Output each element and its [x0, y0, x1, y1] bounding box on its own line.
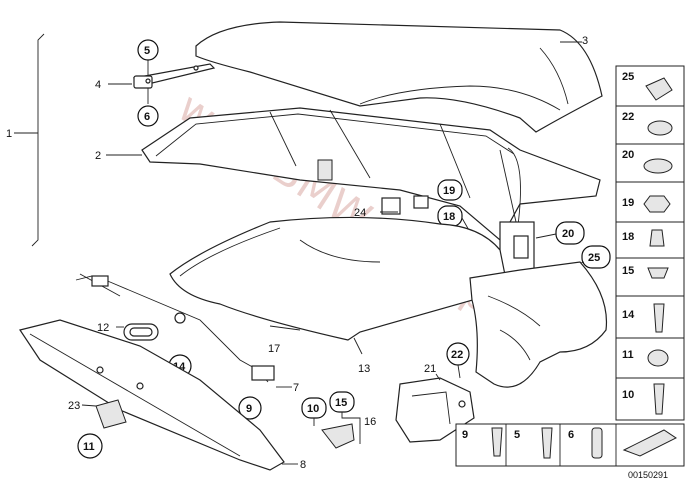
side-panel-19: 19 [622, 197, 634, 209]
callout-13: 13 [358, 363, 370, 375]
screw-10-icon [653, 383, 665, 415]
bracket-1 [14, 33, 45, 247]
pin-6-icon [591, 427, 603, 459]
bottom-panel-6: 6 [568, 429, 574, 441]
callout-8: 8 [300, 459, 306, 471]
side-panel-11: 11 [622, 349, 634, 361]
callout-24: 24 [354, 207, 366, 219]
pin-18-icon [649, 229, 665, 247]
callout-6: 6 [144, 111, 150, 123]
callout-15: 15 [335, 397, 347, 409]
callout-5: 5 [144, 45, 150, 57]
cable-assembly [75, 273, 275, 383]
callout-25: 25 [588, 252, 600, 264]
callout-12: 12 [97, 322, 109, 334]
side-panel-25: 25 [622, 71, 634, 83]
part-23 [95, 399, 127, 429]
callout-2: 2 [95, 150, 101, 162]
callout-21: 21 [424, 363, 436, 375]
callout-16: 16 [364, 416, 376, 428]
cap-22-icon [647, 120, 673, 136]
callout-9-circle [238, 396, 262, 420]
callout-6-circle [137, 105, 159, 127]
clip-15-icon [647, 267, 669, 279]
callout-11: 11 [83, 441, 95, 453]
diagram-id: 00150291 [628, 470, 668, 480]
rear-window [469, 261, 608, 388]
callout-7: 7 [293, 382, 299, 394]
callout-9: 9 [246, 403, 252, 415]
callout-3: 3 [582, 35, 588, 47]
bottom-panel-9: 9 [462, 429, 468, 441]
trim-strip [19, 319, 285, 471]
part-24b [413, 195, 429, 209]
callout-11-circle [77, 433, 103, 459]
nut-11-icon [647, 349, 669, 367]
part-24 [381, 197, 401, 215]
callout-25-box [581, 245, 611, 269]
side-panel-15: 15 [622, 265, 634, 277]
nut-19-icon [643, 195, 671, 213]
callout-20: 20 [562, 228, 574, 240]
rivet-5-icon [541, 427, 553, 459]
side-panel-14: 14 [622, 309, 635, 321]
callout-17: 17 [268, 343, 280, 355]
callout-4: 4 [95, 79, 101, 91]
latch-part [108, 60, 216, 104]
callout-1: 1 [6, 128, 12, 140]
callout-20-box [555, 221, 585, 245]
callout-5-circle [137, 39, 159, 61]
rivet-9-icon [491, 427, 503, 457]
callout-22: 22 [451, 349, 463, 361]
callout-23: 23 [68, 400, 80, 412]
headliner [169, 216, 509, 341]
side-panel-20: 20 [622, 149, 634, 161]
callout-19: 19 [443, 185, 455, 197]
roof-cover [195, 21, 603, 133]
side-panel-10: 10 [622, 389, 634, 401]
part-16 [321, 423, 355, 449]
bottom-panel-5: 5 [514, 429, 520, 441]
arrow-symbol-icon [622, 429, 677, 457]
callout-10: 10 [307, 403, 319, 415]
side-panel-22: 22 [622, 111, 634, 123]
screw-14-icon [653, 303, 665, 333]
grommet-20-icon [643, 158, 673, 174]
side-panel-18: 18 [622, 231, 634, 243]
callout-19-box [437, 179, 463, 201]
clip-25-icon [645, 77, 673, 101]
callout-18: 18 [443, 211, 455, 223]
